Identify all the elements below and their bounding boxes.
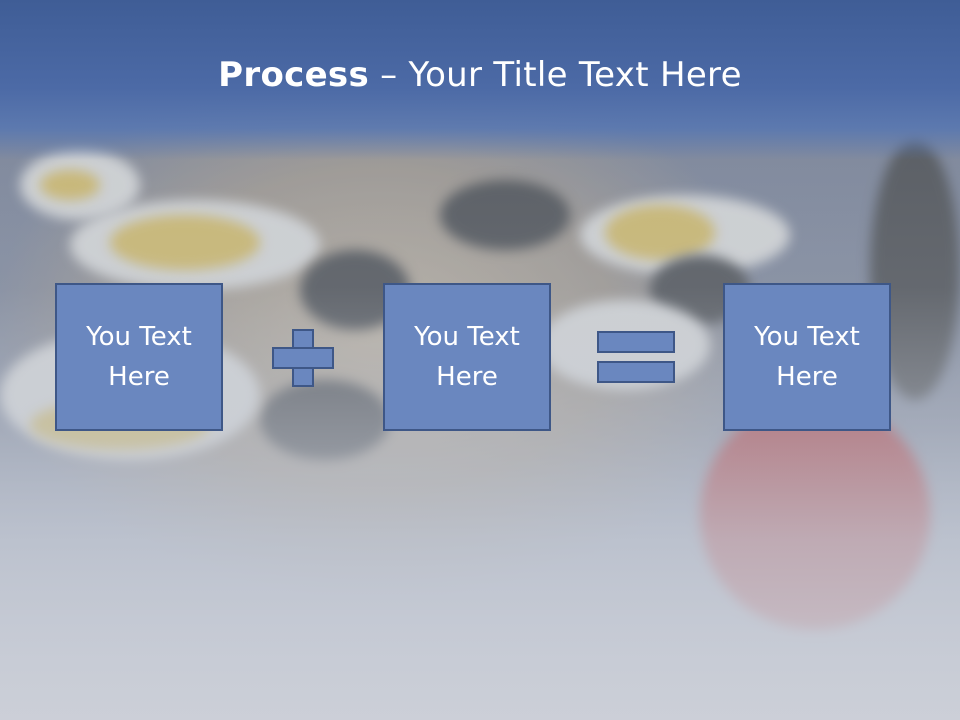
title-bold-part: Process	[218, 55, 370, 95]
process-box-1-text: You Text Here	[86, 322, 192, 392]
process-box-3[interactable]: You Text Here	[723, 283, 891, 431]
process-box-2[interactable]: You Text Here	[383, 283, 551, 431]
process-box-2-text: You Text Here	[414, 322, 520, 392]
process-box-3-text: You Text Here	[754, 322, 860, 392]
equals-icon	[597, 331, 677, 385]
process-box-1[interactable]: You Text Here	[55, 283, 223, 431]
plus-icon	[272, 329, 336, 389]
title-rest-part: – Your Title Text Here	[369, 55, 742, 95]
title-bar: Process – Your Title Text Here	[0, 0, 960, 160]
slide-title[interactable]: Process – Your Title Text Here	[0, 52, 960, 98]
